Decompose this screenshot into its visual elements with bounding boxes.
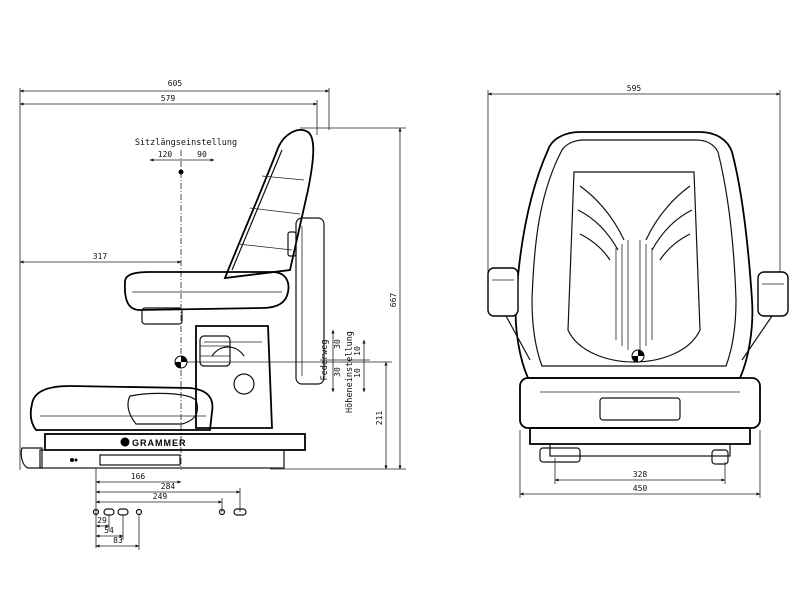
front-view: 595: [487, 84, 789, 498]
dimension-317: 317: [19, 252, 182, 264]
susp-30a-label: 30: [333, 339, 342, 349]
fore-aft-adjustment-label: Sitzlängseinstellung: [135, 138, 237, 148]
base-284-label: 284: [161, 482, 176, 491]
hgt-10b-label: 10: [353, 368, 362, 378]
hole-54-label: 54: [104, 526, 114, 535]
dim-328-label: 328: [633, 470, 648, 479]
dim-667-label: 667: [389, 293, 398, 308]
grammer-brand: GRAMMER: [132, 438, 187, 448]
dimension-595: 595: [487, 84, 781, 290]
front-cog-marker: [631, 349, 645, 363]
hgt-10a-label: 10: [353, 346, 362, 356]
side-view: 605 579 Sitzlängseinstellung 120 90 317 …: [19, 79, 406, 550]
sip-marker: [178, 169, 184, 175]
dimension-450: 450: [519, 430, 761, 498]
susp-30b-label: 30: [333, 367, 342, 377]
dimension-605: 605: [19, 79, 330, 470]
height-adjustment: Höheneinstellung 10 10: [320, 331, 370, 413]
seat-front-drawing: [487, 131, 789, 465]
dimension-328: 328: [554, 458, 726, 484]
dim-605-label: 605: [168, 79, 183, 88]
fore-aft-adjustment: Sitzlängseinstellung 120 90: [135, 138, 237, 470]
dim-450-label: 450: [633, 484, 648, 493]
dimension-579: 579: [19, 94, 318, 135]
dim-211-label: 211: [375, 411, 384, 426]
base-249-label: 249: [153, 492, 168, 501]
dimension-667: 667: [270, 127, 406, 470]
suspension-travel: Federweg 30 30: [320, 329, 342, 393]
dim-317-label: 317: [93, 252, 108, 261]
seat-side-drawing: GRAMMER: [20, 129, 325, 469]
hole-83-label: 83: [113, 536, 123, 545]
fwd-adjust-label: 120: [158, 150, 173, 159]
dimension-211: 211: [180, 361, 392, 470]
back-adjust-label: 90: [197, 150, 207, 159]
hole-29-label: 29: [97, 516, 107, 525]
dim-595-label: 595: [627, 84, 642, 93]
dim-579-label: 579: [161, 94, 176, 103]
cog-marker: [174, 355, 188, 369]
base-166-label: 166: [131, 472, 146, 481]
base-hole-dimensions: 166 284 249 29 54 83: [92, 468, 247, 550]
height-adjustment-label: Höheneinstellung: [345, 331, 355, 413]
